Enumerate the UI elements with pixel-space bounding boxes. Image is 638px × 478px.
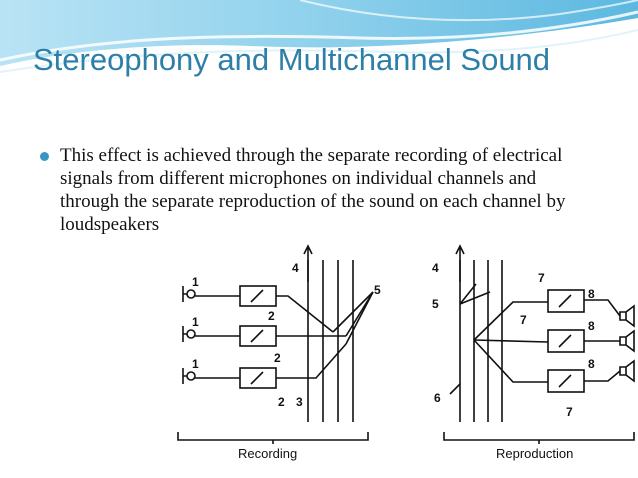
label-direction: 4 bbox=[432, 261, 439, 275]
recording-caption: Recording bbox=[238, 446, 297, 461]
label-amplifier: 7 bbox=[520, 313, 527, 327]
label-tape: 6 bbox=[434, 391, 441, 405]
label-heads: 5 bbox=[432, 297, 439, 311]
bullet-text: This effect is achieved through the sepa… bbox=[60, 145, 566, 235]
stereo-diagram: 1 1 1 2 2 2 3 4 5 4 5 6 7 7 7 8 8 8 Reco… bbox=[168, 244, 638, 478]
header-wave-decoration bbox=[0, 0, 638, 73]
slide-title: Stereophony and Multichannel Sound bbox=[33, 42, 551, 77]
label-amplifier: 2 bbox=[278, 395, 285, 409]
label-heads: 5 bbox=[374, 283, 381, 297]
label-microphone: 1 bbox=[192, 275, 199, 289]
label-loudspeaker: 8 bbox=[588, 287, 595, 301]
label-direction: 4 bbox=[292, 261, 299, 275]
bullet-dot-icon bbox=[40, 152, 49, 161]
reproduction-caption: Reproduction bbox=[496, 446, 573, 461]
bullet-list: This effect is achieved through the sepa… bbox=[38, 144, 598, 236]
label-loudspeaker: 8 bbox=[588, 357, 595, 371]
label-microphone: 1 bbox=[192, 315, 199, 329]
label-microphone: 1 bbox=[192, 357, 199, 371]
label-amplifier: 7 bbox=[566, 405, 573, 419]
label-amplifier: 2 bbox=[274, 351, 281, 365]
stereo-diagram-svg: 1 1 1 2 2 2 3 4 5 4 5 6 7 7 7 8 8 8 Reco… bbox=[177, 244, 635, 461]
label-track: 3 bbox=[296, 395, 303, 409]
label-amplifier: 2 bbox=[268, 309, 275, 323]
label-amplifier: 7 bbox=[538, 271, 545, 285]
bullet-item: This effect is achieved through the sepa… bbox=[38, 144, 598, 236]
label-loudspeaker: 8 bbox=[588, 319, 595, 333]
